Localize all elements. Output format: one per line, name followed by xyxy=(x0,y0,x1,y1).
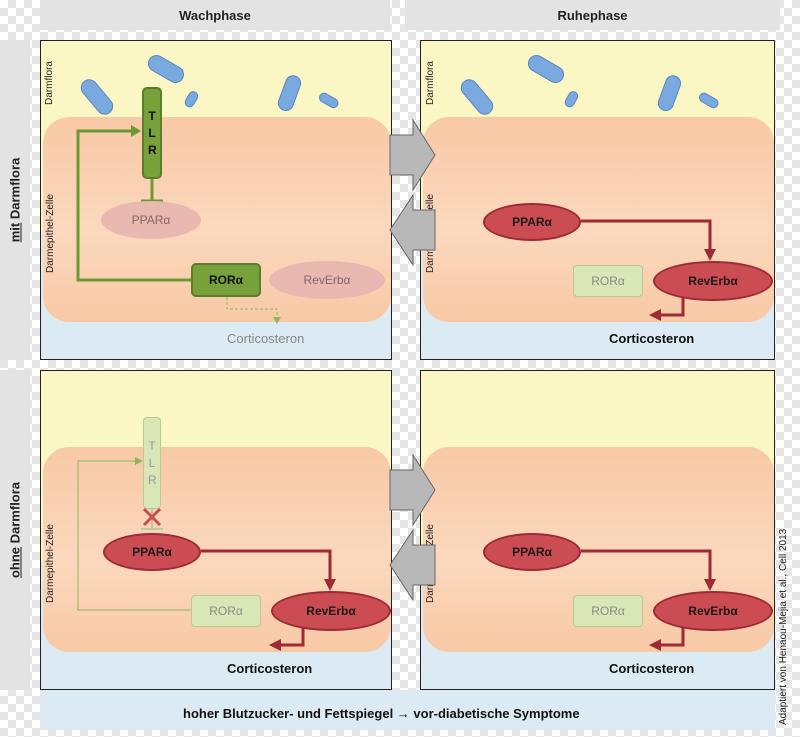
phase-transition-arrows-bottom xyxy=(389,453,436,602)
bacterium-icon xyxy=(318,92,339,109)
cross-icon xyxy=(142,507,162,527)
arrow-left-icon xyxy=(389,528,436,602)
pathway-arrows xyxy=(581,549,716,651)
arrow-right-icon xyxy=(389,453,436,527)
reverb-node: RevErbα xyxy=(653,261,773,301)
pathway-arrows xyxy=(77,457,336,651)
header-ruhephase: Ruhephase xyxy=(405,0,780,30)
bacterium-icon xyxy=(564,91,579,108)
ppar-node: PPARα xyxy=(483,533,581,571)
bacterium-icon xyxy=(277,75,302,112)
ppar-node: PPARα xyxy=(103,533,201,571)
ppar-node-faint: PPARα xyxy=(101,201,201,239)
panel-wach-ohne: Darmepithel-Zelle T L R PPARα RORα RevEr… xyxy=(40,370,392,690)
tlr-receptor-faint: T L R xyxy=(143,417,161,509)
bacteria-group xyxy=(460,55,719,115)
panel-wach-mit: Darmflora Darmepithel-Zelle T L R PPARα … xyxy=(40,40,392,360)
ror-node: RORα xyxy=(191,263,261,297)
reverb-node: RevErbα xyxy=(271,591,391,631)
bacteria-group xyxy=(80,55,339,115)
panel-ruhe-mit: Darmflora Darmepithel-Zelle PPARα RORα R… xyxy=(420,40,775,360)
bacterium-icon xyxy=(527,55,565,83)
credit-text: Adaptiert von Henaou-Mejia et al., Cell … xyxy=(778,528,789,725)
arrow-left-icon xyxy=(389,193,436,267)
row-label-mit-darmflora: mit Darmflora xyxy=(0,40,30,360)
row-label-ohne-darmflora: ohne Darmflora xyxy=(0,370,30,690)
footer-strip xyxy=(40,690,775,730)
bacterium-icon xyxy=(460,79,494,115)
ppar-node: PPARα xyxy=(483,203,581,241)
ror-node-faint: RORα xyxy=(573,595,643,627)
corticosteron-label: Corticosteron xyxy=(609,331,695,346)
bacterium-icon xyxy=(657,75,682,112)
tlr-receptor: T L R xyxy=(142,87,162,179)
corticosteron-label-faint: Corticosteron xyxy=(227,331,305,346)
phase-transition-arrows-top xyxy=(389,118,436,267)
bacterium-icon xyxy=(184,91,199,108)
bacterium-icon xyxy=(80,79,114,115)
bacterium-icon xyxy=(147,55,185,83)
panel-ruhe-ohne: Darmepithel-Zelle PPARα RORα RevErbα Cor… xyxy=(420,370,775,690)
footer-text: hoher Blutzucker- und Fettspiegel → vor-… xyxy=(183,706,580,721)
bacterium-icon xyxy=(698,92,719,109)
ror-node-faint: RORα xyxy=(573,265,643,297)
pathway-arrows xyxy=(581,219,716,321)
corticosteron-label: Corticosteron xyxy=(227,661,313,676)
reverb-node-faint: RevErbα xyxy=(269,261,385,299)
pathway-arrows xyxy=(76,125,281,324)
ror-node-faint: RORα xyxy=(191,595,261,627)
corticosteron-label: Corticosteron xyxy=(609,661,695,676)
header-wachphase: Wachphase xyxy=(40,0,390,30)
reverb-node: RevErbα xyxy=(653,591,773,631)
arrow-right-icon xyxy=(389,118,436,192)
